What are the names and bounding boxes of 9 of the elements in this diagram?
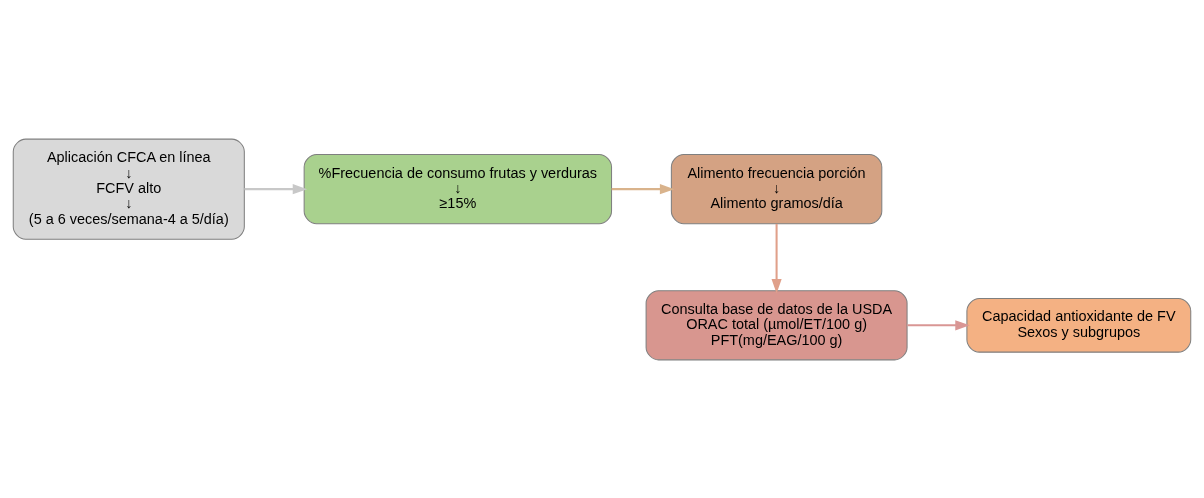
node-box: Capacidad antioxidante de FV Sexos y subgrupos [966,297,1192,353]
node-box: Alimento frecuencia porción ↓ Alimento gramos/día [670,153,883,224]
arrow [771,223,782,294]
arrow [244,183,308,194]
node-box: Consulta base de datos de la USDA ORAC total (µmol/ET/100 g) PFT(mg/EAG/100 g) [645,289,908,360]
node-box: %Frecuencia de consumo frutas y verduras ↓ ≥15% [303,153,613,224]
arrow [907,319,970,330]
arrow [611,183,675,194]
node-box: Aplicación CFCA en línea ↓ FCFV alto ↓ (5 a 6 veces/semana-4 a 5/día) [12,138,245,240]
